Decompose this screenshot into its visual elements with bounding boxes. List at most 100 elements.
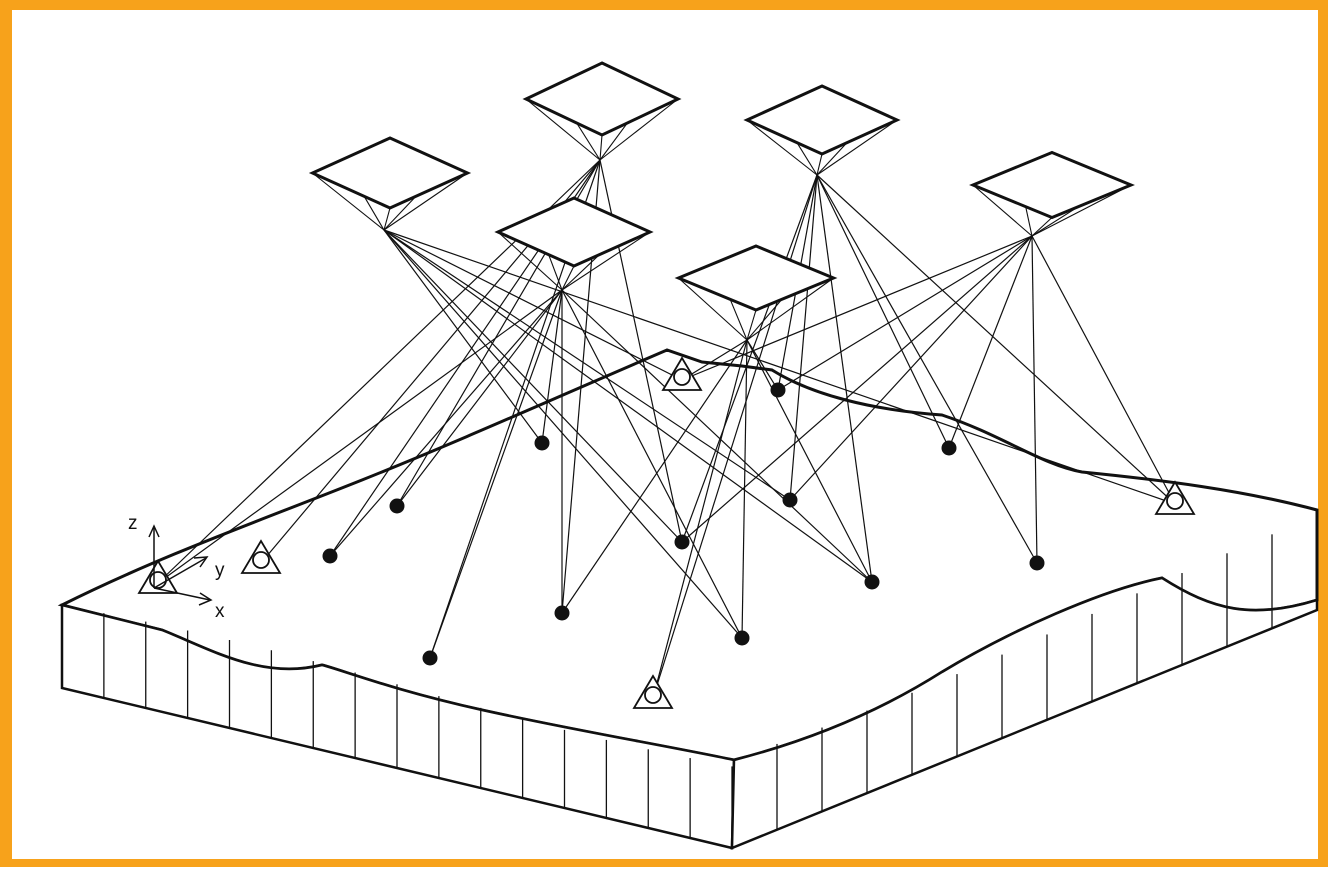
circle-icon	[252, 551, 270, 569]
projection-ray	[789, 174, 818, 501]
projection-ray	[789, 235, 1033, 501]
axis-label-x: x	[215, 601, 225, 622]
axis-label-y: y	[215, 560, 225, 581]
coordinate-axes-icon: z y x	[128, 513, 225, 622]
projection-ray	[816, 174, 1176, 505]
ground-control-point-2	[240, 539, 282, 574]
camera-station-3	[743, 84, 901, 176]
bundle-line	[383, 172, 468, 231]
projection-ray	[561, 339, 748, 614]
bundle-line	[383, 207, 391, 231]
bundle-line	[599, 98, 679, 161]
image-plane-icon	[969, 150, 1135, 220]
photogrammetry-diagram: z y x	[57, 61, 1319, 850]
camera-station-2	[308, 136, 472, 231]
ground-control-point-5	[632, 674, 674, 709]
bundle-line	[1031, 184, 1132, 237]
projection-ray	[777, 235, 1033, 391]
image-plane-icon	[494, 196, 654, 268]
projection-ray	[652, 339, 748, 699]
bundle-line	[312, 172, 385, 231]
tie-point-6	[674, 534, 690, 550]
ground-control-point-4	[1154, 480, 1196, 515]
image-plane-icon	[308, 136, 472, 210]
tie-point-1	[322, 548, 338, 564]
circle-icon	[1166, 492, 1184, 510]
projection-ray	[383, 229, 791, 501]
bundle-line	[746, 277, 834, 341]
bundle-line	[561, 265, 575, 291]
ground-control-point-3	[661, 356, 703, 391]
projection-ray	[816, 174, 1038, 564]
bundle-line	[576, 122, 601, 161]
bundle-line	[729, 299, 748, 341]
projection-ray	[816, 174, 873, 583]
projection-ray	[746, 339, 873, 583]
bundle-line	[746, 119, 818, 176]
projection-ray	[681, 174, 818, 543]
camera-station-1	[522, 61, 682, 161]
tie-point-9	[782, 492, 798, 508]
ground-points	[137, 356, 1196, 709]
bundle-line	[548, 254, 563, 291]
image-plane-icon	[743, 84, 901, 156]
circle-icon	[673, 368, 691, 386]
circle-icon	[644, 686, 662, 704]
bundle-line	[561, 231, 651, 291]
bundle-line	[816, 153, 823, 176]
tie-point-12	[1029, 555, 1045, 571]
projection-ray	[383, 229, 543, 444]
terrain-block	[57, 348, 1319, 850]
camera-station-6	[674, 244, 838, 341]
projection-ray	[383, 229, 1176, 505]
projection-ray	[157, 289, 563, 584]
bundle-line	[363, 196, 385, 231]
tie-point-2	[389, 498, 405, 514]
projection-ray	[681, 235, 1033, 381]
bundle-line	[383, 195, 417, 231]
bundle-line	[1031, 206, 1079, 237]
bundle-line	[1031, 217, 1053, 237]
projection-ray	[816, 174, 950, 449]
projection-ray	[329, 289, 563, 557]
bundle-line	[816, 142, 848, 176]
bundle-line	[1025, 206, 1033, 237]
projection-ray	[429, 289, 563, 659]
camera-station-4	[494, 196, 654, 291]
bundle-line	[561, 254, 600, 291]
projection-ray	[383, 229, 743, 639]
bundle-line	[816, 119, 898, 176]
projection-ray	[541, 289, 563, 444]
bundle-line	[599, 134, 603, 161]
bundle-line	[972, 184, 1033, 237]
bundle-line	[599, 122, 628, 161]
projection-ray	[383, 229, 873, 583]
tie-point-7	[734, 630, 750, 646]
tie-point-8	[770, 382, 786, 398]
projection-ray	[948, 235, 1033, 449]
projection-ray	[396, 289, 563, 507]
bundle-line	[746, 309, 757, 341]
projection-ray	[1031, 235, 1176, 505]
projection-ray	[561, 289, 743, 639]
projection-ray	[561, 289, 873, 583]
bundle-line	[497, 231, 563, 291]
bundle-line	[796, 142, 818, 176]
camera-station-5	[969, 150, 1135, 237]
projection-ray	[741, 339, 748, 639]
tie-point-11	[941, 440, 957, 456]
projection-ray	[1031, 235, 1038, 564]
image-plane-icon	[522, 61, 682, 137]
page-title	[0, 0, 1, 1]
axis-label-z: z	[128, 513, 138, 534]
tie-point-5	[554, 605, 570, 621]
projection-ray	[681, 339, 748, 381]
bundle-line	[525, 98, 601, 161]
bundle-line	[678, 277, 748, 341]
projection-ray	[383, 229, 683, 543]
terrain-side-face	[730, 576, 1319, 850]
bundle-line	[746, 298, 783, 341]
projection-ray	[746, 339, 779, 391]
projection-ray	[383, 229, 683, 381]
